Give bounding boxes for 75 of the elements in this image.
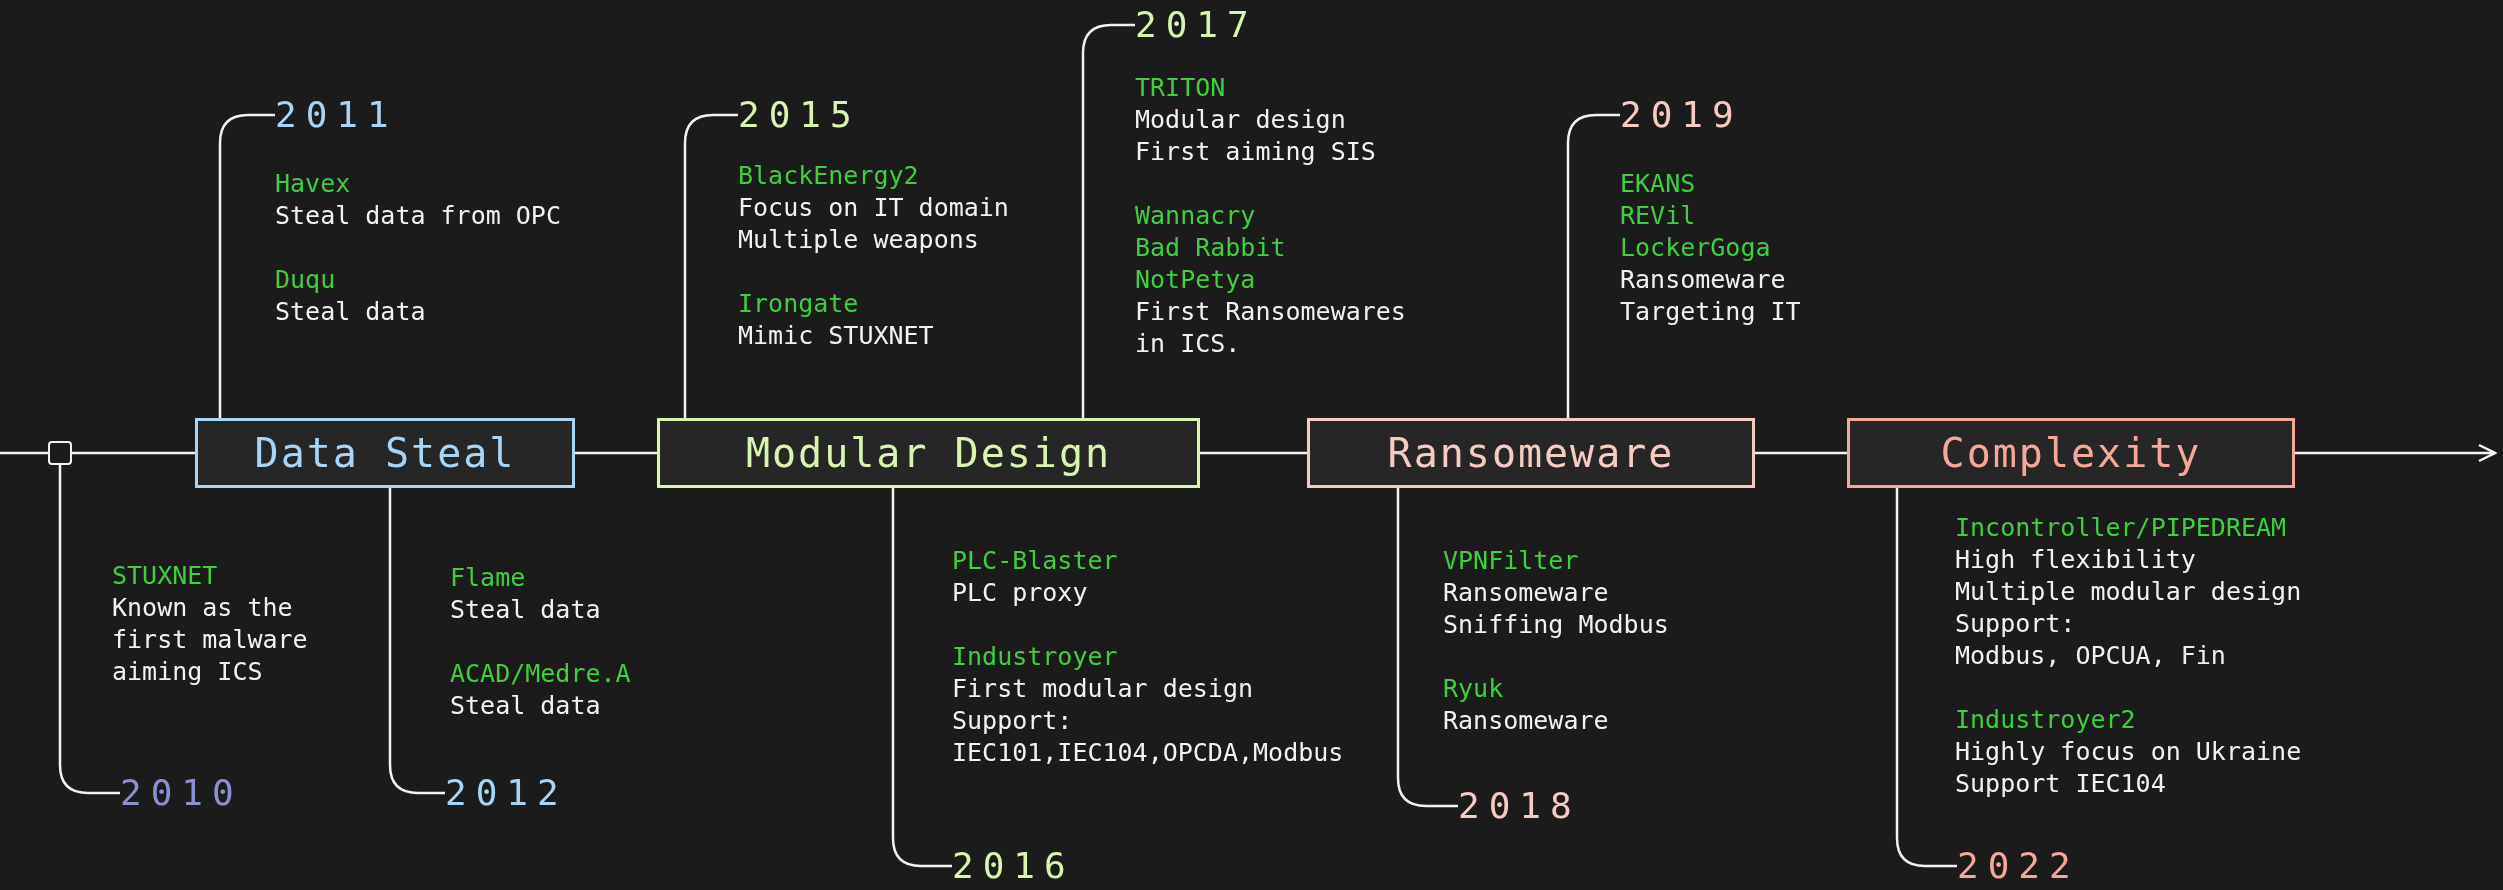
- leader-line: [388, 488, 445, 795]
- year-label: 2010: [120, 772, 243, 814]
- leader-line: [1895, 488, 1957, 868]
- timeline-line: [72, 451, 195, 455]
- malware-name: Bad Rabbit: [1135, 232, 1286, 264]
- timeline-line: [0, 451, 48, 455]
- malware-name: Incontroller/PIPEDREAM: [1955, 512, 2287, 544]
- malware-name: Duqu: [275, 264, 336, 296]
- leader-line: [1396, 488, 1458, 808]
- description-text: Support:: [952, 705, 1073, 737]
- description-text: Modular design: [1135, 104, 1346, 136]
- description-text: Sniffing Modbus: [1443, 609, 1669, 641]
- leader-line: [1566, 113, 1620, 418]
- malware-name: EKANS: [1620, 168, 1696, 200]
- description-text: Steal data from OPC: [275, 200, 561, 232]
- description-text: IEC101,IEC104,OPCDA,Modbus: [952, 737, 1344, 769]
- malware-name: Wannacry: [1135, 200, 1256, 232]
- description-text: Targeting IT: [1620, 296, 1801, 328]
- description-text: Ransomeware: [1620, 264, 1786, 296]
- year-label: 2019: [1620, 94, 1743, 136]
- malware-name: BlackEnergy2: [738, 160, 919, 192]
- year-label: 2022: [1957, 845, 2080, 887]
- description-text: Support IEC104: [1955, 768, 2166, 800]
- malware-name: Havex: [275, 168, 351, 200]
- year-label: 2012: [445, 772, 568, 814]
- description-text: First modular design: [952, 673, 1254, 705]
- description-text: First aiming SIS: [1135, 136, 1376, 168]
- timeline-line: [1200, 451, 1307, 455]
- phase-box: Modular Design: [657, 418, 1200, 488]
- description-text: Modbus, OPCUA, Fin: [1955, 640, 2226, 672]
- malware-name: LockerGoga: [1620, 232, 1771, 264]
- timeline-line: [1755, 451, 1847, 455]
- year-label: 2015: [738, 94, 861, 136]
- malware-name: REVil: [1620, 200, 1696, 232]
- phase-box: Data Steal: [195, 418, 575, 488]
- malware-name: Industroyer2: [1955, 704, 2136, 736]
- description-text: Steal data: [275, 296, 426, 328]
- description-text: Steal data: [450, 594, 601, 626]
- description-text: Multiple weapons: [738, 224, 979, 256]
- marker-box: [48, 441, 72, 465]
- timeline-line: [575, 451, 657, 455]
- phase-box: Ransomeware: [1307, 418, 1755, 488]
- description-text: First Ransomewares in ICS.: [1135, 296, 1407, 360]
- malware-name: Flame: [450, 562, 526, 594]
- year-label: 2018: [1458, 785, 1581, 827]
- malware-name: ACAD/Medre.A: [450, 658, 631, 690]
- description-text: Highly focus on Ukraine: [1955, 736, 2302, 768]
- description-text: Support:: [1955, 608, 2076, 640]
- year-label: 2017: [1135, 4, 1258, 46]
- description-text: Known as the first malware aiming ICS: [112, 592, 309, 688]
- leader-line: [58, 465, 120, 795]
- year-label: 2011: [275, 94, 398, 136]
- year-label: 2016: [952, 845, 1075, 887]
- description-text: Ransomeware: [1443, 705, 1609, 737]
- malware-name: Industroyer: [952, 641, 1118, 673]
- malware-name: PLC-Blaster: [952, 545, 1118, 577]
- malware-name: NotPetya: [1135, 264, 1256, 296]
- description-text: Mimic STUXNET: [738, 320, 934, 352]
- leader-line: [1081, 23, 1135, 418]
- description-text: PLC proxy: [952, 577, 1088, 609]
- leader-line: [218, 113, 275, 418]
- leader-line: [891, 488, 952, 868]
- malware-name: TRITON: [1135, 72, 1226, 104]
- leader-line: [683, 113, 738, 418]
- description-text: High flexibility: [1955, 544, 2196, 576]
- description-text: Steal data: [450, 690, 601, 722]
- timeline-arrow: [2295, 443, 2497, 463]
- phase-box: Complexity: [1847, 418, 2295, 488]
- malware-name: Irongate: [738, 288, 859, 320]
- description-text: Multiple modular design: [1955, 576, 2302, 608]
- description-text: Focus on IT domain: [738, 192, 1009, 224]
- malware-name: VPNFilter: [1443, 545, 1579, 577]
- description-text: Ransomeware: [1443, 577, 1609, 609]
- malware-name: Ryuk: [1443, 673, 1504, 705]
- malware-name: STUXNET: [112, 560, 218, 592]
